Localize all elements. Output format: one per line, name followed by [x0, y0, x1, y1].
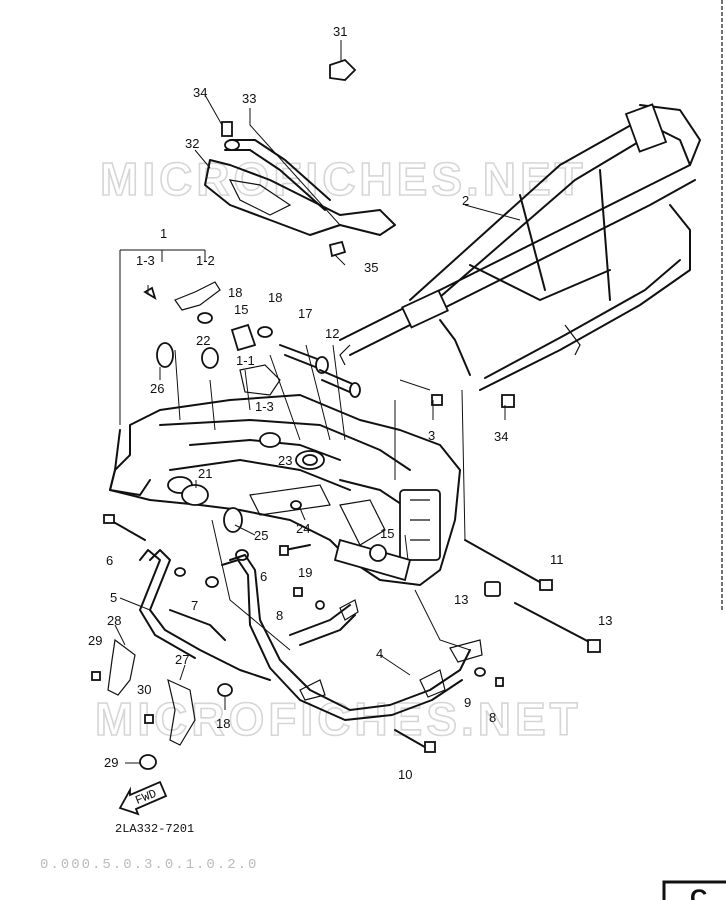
callout-33: 34	[193, 85, 207, 100]
callout-1: 1	[160, 226, 167, 241]
callout-2: 2	[462, 193, 469, 208]
callout-7: 7	[191, 598, 198, 613]
callout-26: 27	[175, 652, 189, 667]
callout-35: 35	[364, 260, 378, 275]
callout-6a: 6	[106, 553, 113, 568]
callout-15: 15	[380, 526, 394, 541]
callout-labels: 31 34 33 32 35 2 1 1-3 1-2 18 18 15 17 1…	[88, 24, 612, 782]
drawing-code: 2LA332-7201	[115, 822, 194, 836]
leader-lines	[114, 40, 521, 764]
callout-32: 33	[242, 91, 256, 106]
callout-9: 9	[464, 695, 471, 710]
corner-box: C	[662, 880, 726, 900]
callout-13: 13	[598, 613, 612, 628]
frame-body-part	[109, 394, 461, 586]
callout-23: 24	[296, 521, 310, 536]
callout-1-1: 1-1	[236, 353, 255, 368]
top-cover-part	[204, 58, 396, 258]
callout-1-3a: 1-3	[136, 253, 155, 268]
callout-8b: 8	[489, 710, 496, 725]
lower-cradle-part	[107, 549, 483, 746]
watermark-top: MICROFICHES.NET	[100, 153, 587, 205]
callout-17: 17	[298, 306, 312, 321]
callout-31: 31	[333, 24, 347, 39]
callout-1-2: 1-2	[196, 253, 215, 268]
callout-22: 23	[278, 453, 292, 468]
callout-24: 25	[254, 528, 268, 543]
callout-8a: 8	[276, 608, 283, 623]
callout-29b: 30	[137, 682, 151, 697]
callout-6b: 6	[260, 569, 267, 584]
callout-21: 22	[196, 333, 210, 348]
watermark-bottom: MICROFICHES.NET	[95, 693, 582, 745]
callout-27: 28	[107, 613, 121, 628]
callout-12: 12	[325, 326, 339, 341]
callout-25: 26	[150, 381, 164, 396]
callout-18b: 18	[268, 290, 282, 305]
callout-14: 13	[454, 592, 468, 607]
callout-4: 4	[376, 646, 383, 661]
callout-5: 5	[110, 590, 117, 605]
callout-20: 21	[198, 466, 212, 481]
callout-28: 29	[104, 755, 118, 770]
callout-29a: 29	[88, 633, 102, 648]
callout-30: 32	[185, 136, 199, 151]
callout-3: 3	[428, 428, 435, 443]
fwd-arrow-icon: FWD	[118, 780, 168, 816]
main-frame-part	[339, 103, 701, 391]
callout-11: 11	[550, 552, 564, 567]
callout-34: 34	[494, 429, 508, 444]
callout-18a: 18	[228, 285, 242, 300]
callout-19: 19	[298, 565, 312, 580]
corner-label: C	[690, 885, 707, 900]
callout-18c: 18	[216, 716, 230, 731]
callout-10: 10	[398, 767, 412, 782]
bottom-stamp: 0.000.5.0.3.0.1.0.2.0	[40, 857, 258, 873]
callout-16: 15	[234, 302, 248, 317]
small-parts	[91, 281, 601, 770]
callout-1-3b: 1-3	[255, 399, 274, 414]
